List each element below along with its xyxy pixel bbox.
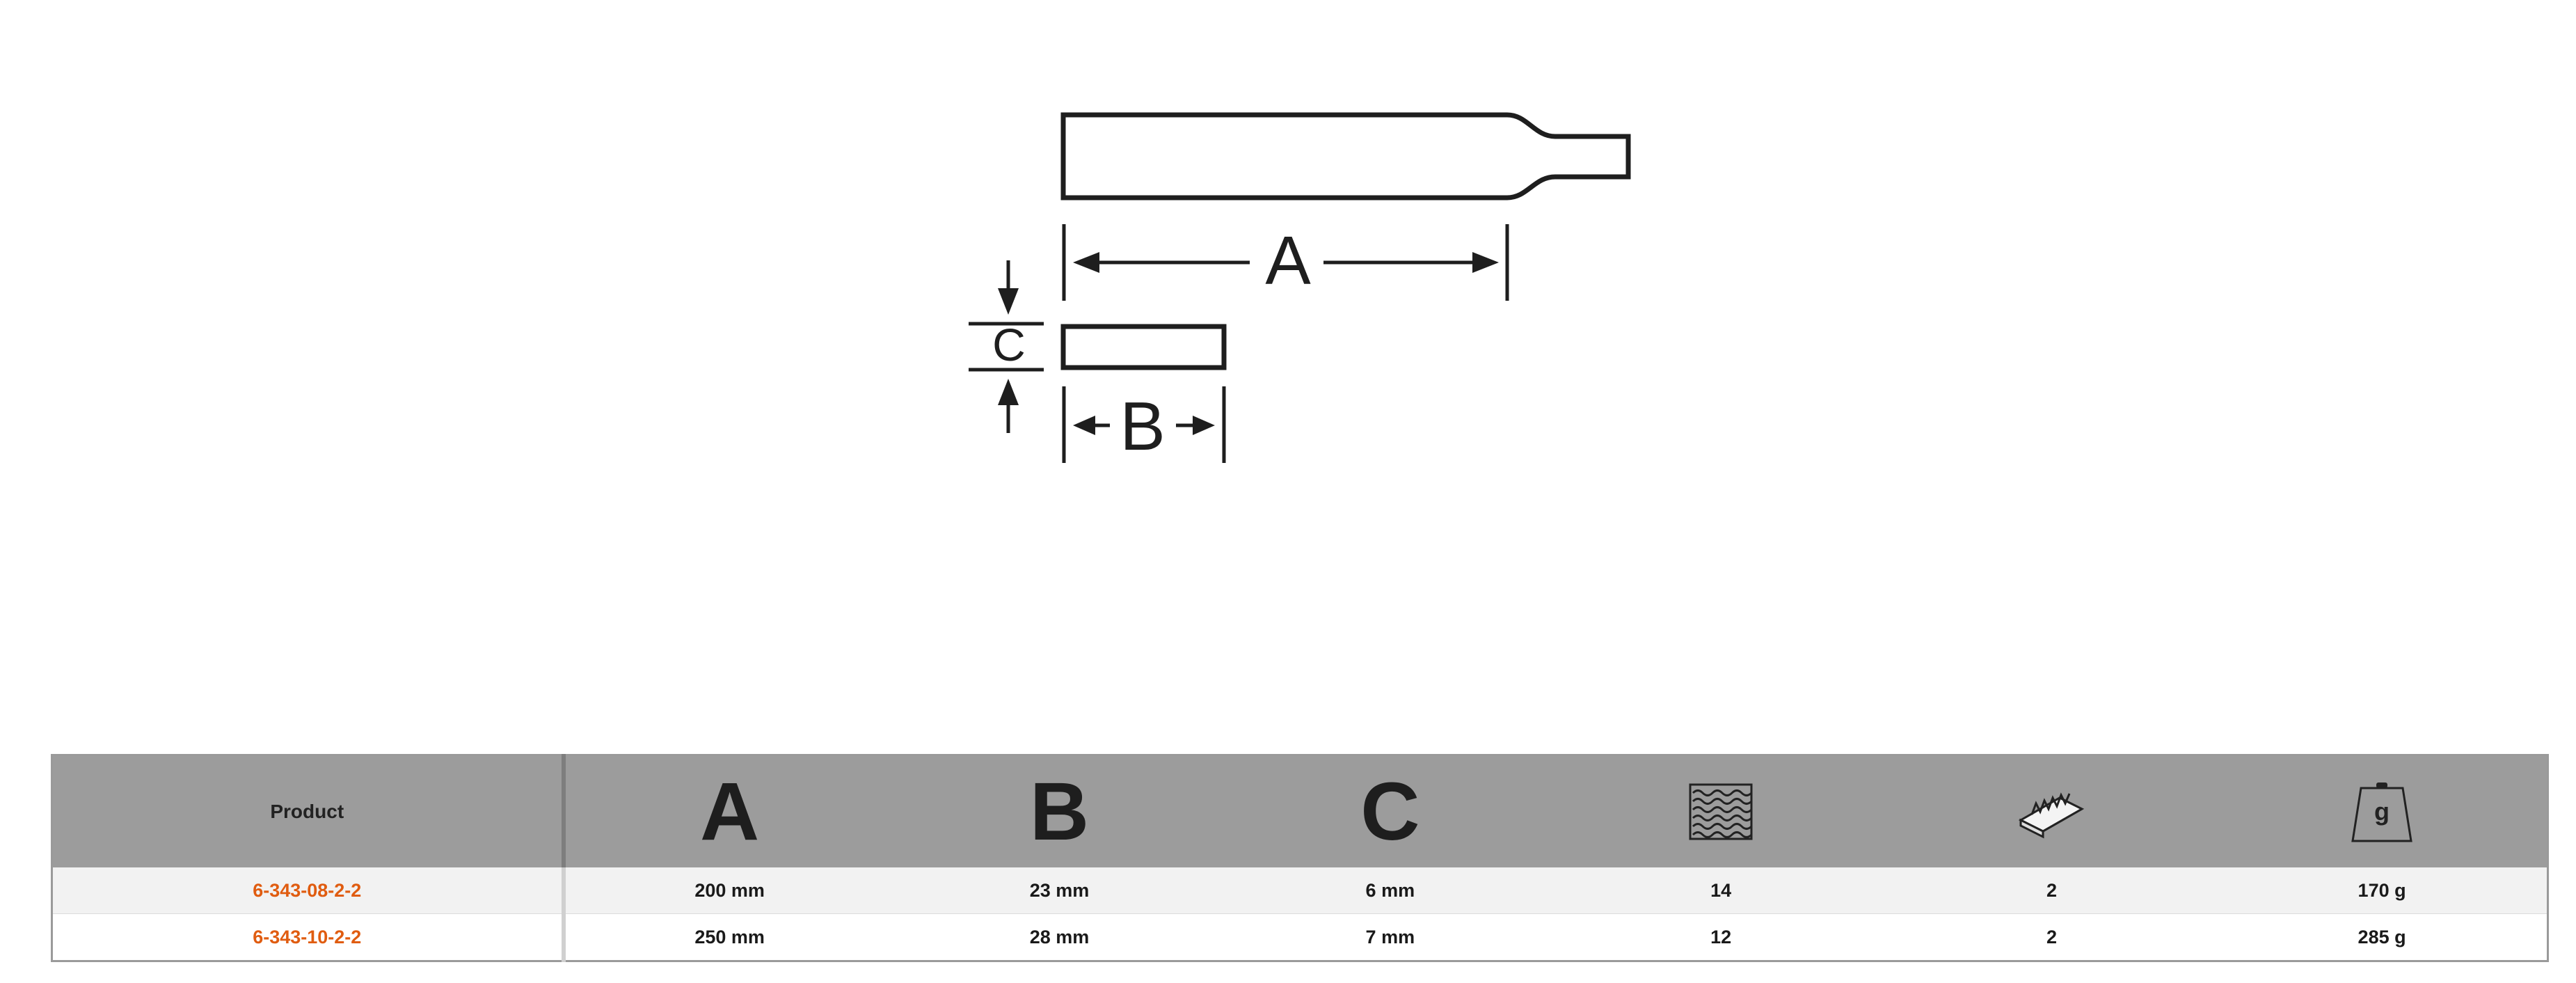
weight-icon: g (2351, 783, 2412, 842)
cell-weight: 170 g (2217, 867, 2548, 914)
label-c: C (992, 319, 1026, 370)
header-weight: g (2217, 755, 2548, 867)
arrow-left-icon (1073, 416, 1095, 435)
cell-b: 28 mm (893, 913, 1225, 961)
dimension-c: C (969, 260, 1044, 433)
cell-c: 6 mm (1225, 867, 1556, 914)
cell-c: 7 mm (1225, 913, 1556, 961)
cell-weight: 285 g (2217, 913, 2548, 961)
header-a-label: A (700, 766, 760, 858)
product-code-link[interactable]: 6-343-10-2-2 (51, 913, 566, 961)
file-side-outline (1060, 112, 1631, 200)
cell-a: 250 mm (563, 913, 894, 961)
file-dimension-diagram: A C B (969, 112, 1631, 464)
label-a: A (1265, 222, 1311, 299)
file-cut-icon (2019, 792, 2085, 839)
arrow-down-icon (998, 288, 1019, 315)
header-b: B (893, 755, 1225, 867)
wavy-teeth-icon (1689, 783, 1753, 840)
cell-teeth: 12 (1555, 913, 1886, 961)
header-a: A (563, 755, 894, 867)
cell-cut: 2 (1886, 913, 2218, 961)
product-code-link[interactable]: 6-343-08-2-2 (51, 867, 566, 914)
header-product-label: Product (270, 801, 344, 822)
cell-b: 23 mm (893, 867, 1225, 914)
cell-cut: 2 (1886, 867, 2218, 914)
arrow-right-icon (1472, 252, 1499, 273)
table-row: 6-343-10-2-2 250 mm 28 mm 7 mm 12 2 285 … (51, 913, 2548, 961)
header-c-label: C (1360, 766, 1420, 858)
dimension-b: B (1062, 386, 1226, 464)
arrow-up-icon (998, 379, 1019, 405)
arrow-left-icon (1073, 252, 1099, 273)
cell-a: 200 mm (563, 867, 894, 914)
header-product: Product (51, 755, 566, 867)
cell-teeth: 14 (1555, 867, 1886, 914)
label-b: B (1120, 388, 1165, 464)
table-header-row: Product A B C (51, 755, 2548, 867)
specification-table: Product A B C (51, 754, 2549, 962)
svg-text:g: g (2374, 797, 2390, 826)
file-cross-section (1060, 324, 1227, 370)
table-row: 6-343-08-2-2 200 mm 23 mm 6 mm 14 2 170 … (51, 867, 2548, 914)
header-c: C (1225, 755, 1556, 867)
header-teeth (1555, 755, 1886, 867)
arrow-right-icon (1193, 416, 1215, 435)
header-b-label: B (1029, 766, 1090, 858)
dimension-a: A (1062, 222, 1509, 301)
header-cut (1886, 755, 2218, 867)
